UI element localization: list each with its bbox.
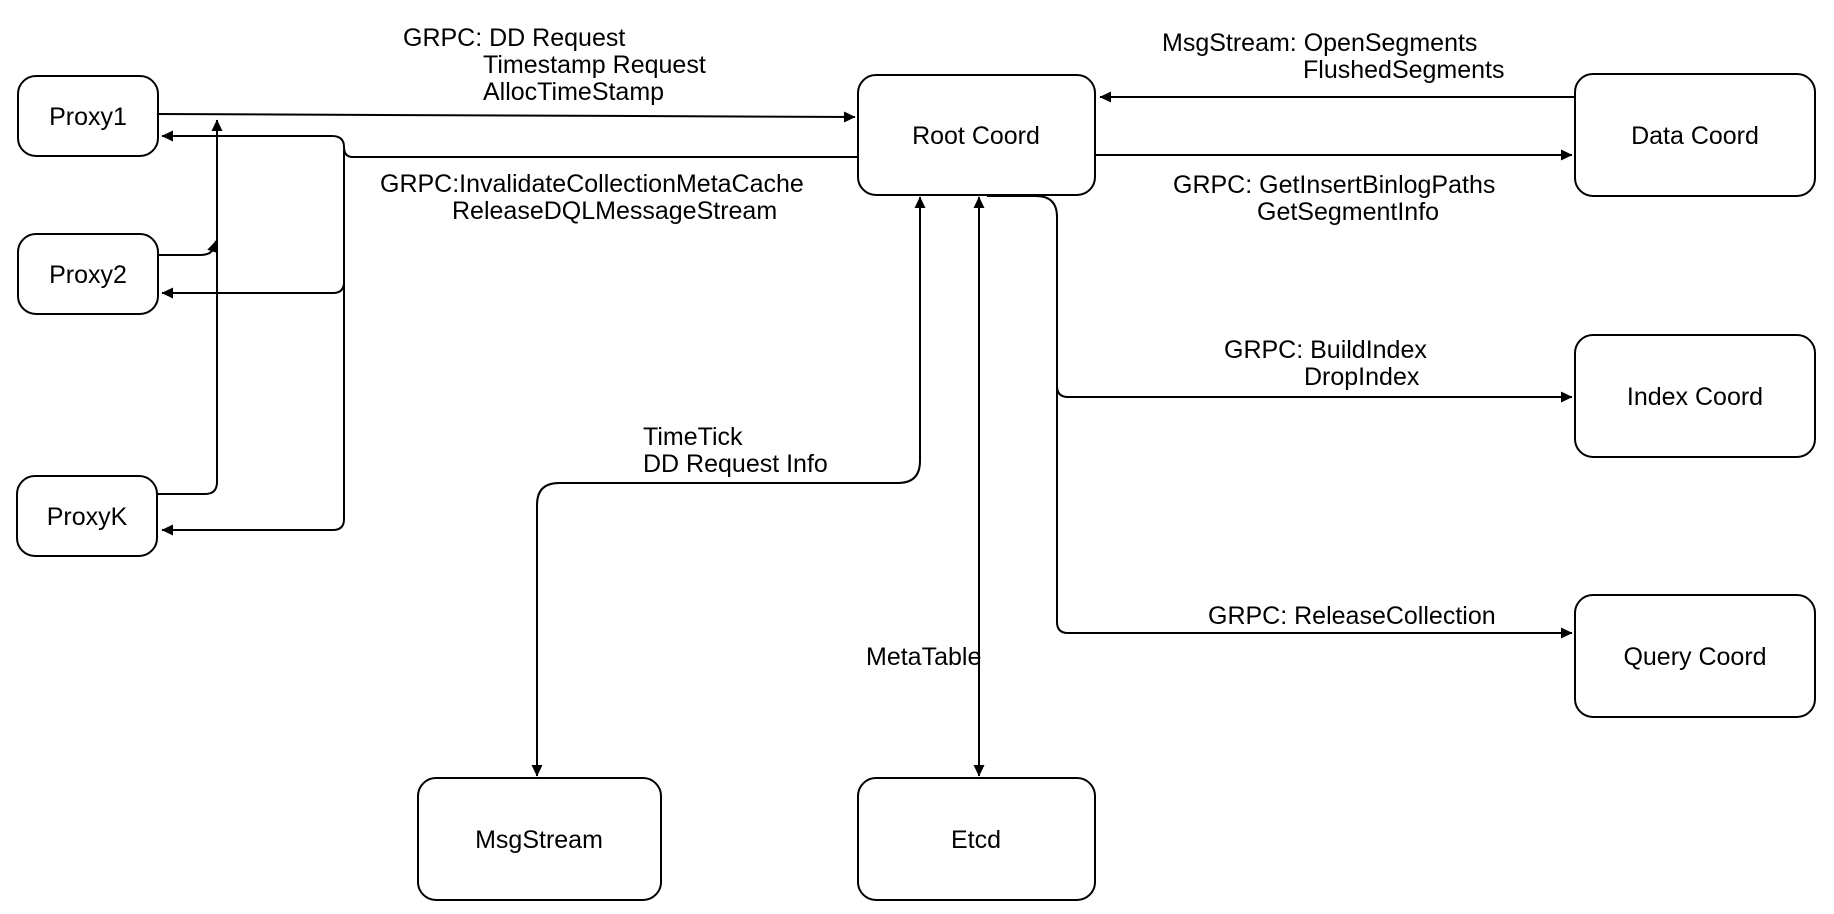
node-index-coord-label: Index Coord: [1627, 383, 1763, 411]
edge-rootcoord-msgstream: [531, 196, 926, 777]
node-index-coord: Index Coord: [1574, 334, 1816, 458]
node-msgstream-box: [417, 777, 662, 901]
node-proxy1: Proxy1: [17, 75, 159, 157]
label-grpc-invalidate-collection-meta-cache: GRPC:InvalidateCollectionMetaCache Relea…: [380, 170, 804, 225]
edge-rootcoord-to-proxy1: [161, 130, 858, 158]
node-proxy1-box: [17, 75, 159, 157]
label-grpc-get-insert-binlog-paths: GRPC: GetInsertBinlogPaths GetSegmentInf…: [1173, 171, 1496, 226]
node-etcd: Etcd: [857, 777, 1096, 901]
edge-rootcoord-to-proxy2: [161, 150, 345, 299]
node-query-coord-label: Query Coord: [1623, 643, 1766, 671]
node-proxyk: ProxyK: [16, 475, 158, 557]
node-query-coord-box: [1574, 594, 1816, 718]
node-data-coord: Data Coord: [1574, 73, 1816, 197]
edge-group: [157, 91, 1575, 777]
label-timetick-dd-request-info: TimeTick DD Request Info: [643, 423, 828, 478]
node-proxy2: Proxy2: [17, 233, 159, 315]
label-grpc-release-collection: GRPC: ReleaseCollection: [1208, 602, 1496, 630]
label-metatable: MetaTable: [866, 643, 982, 671]
node-msgstream: MsgStream: [417, 777, 662, 901]
node-data-coord-box: [1574, 73, 1816, 197]
node-root-coord-box: [857, 74, 1096, 196]
node-proxy1-label: Proxy1: [49, 103, 127, 131]
edge-proxyk-feeder-line: [157, 119, 223, 495]
edge-rootcoord-to-indexcoord: [987, 195, 1573, 403]
node-index-coord-box: [1574, 334, 1816, 458]
edge-proxy1-to-rootcoord: [157, 111, 856, 123]
node-query-coord: Query Coord: [1574, 594, 1816, 718]
node-etcd-label: Etcd: [951, 826, 1001, 854]
label-grpc-build-index: GRPC: BuildIndex DropIndex: [1224, 336, 1427, 391]
node-proxy2-box: [17, 233, 159, 315]
node-proxyk-label: ProxyK: [47, 503, 128, 531]
edge-rootcoord-to-querycoord: [1056, 386, 1573, 639]
node-msgstream-label: MsgStream: [475, 826, 603, 854]
node-etcd-box: [857, 777, 1096, 901]
node-root-coord-label: Root Coord: [912, 122, 1040, 150]
edge-rootcoord-to-proxyk: [161, 282, 345, 536]
node-proxy2-label: Proxy2: [49, 261, 127, 289]
node-proxyk-box: [16, 475, 158, 557]
label-grpc-dd-request: GRPC: DD Request Timestamp Request Alloc…: [403, 24, 706, 106]
edge-proxy2-feeder-line: [158, 240, 218, 256]
node-root-coord: Root Coord: [857, 74, 1096, 196]
node-data-coord-label: Data Coord: [1631, 122, 1759, 150]
label-msgstream-open-segments: MsgStream: OpenSegments FlushedSegments: [1162, 29, 1505, 84]
